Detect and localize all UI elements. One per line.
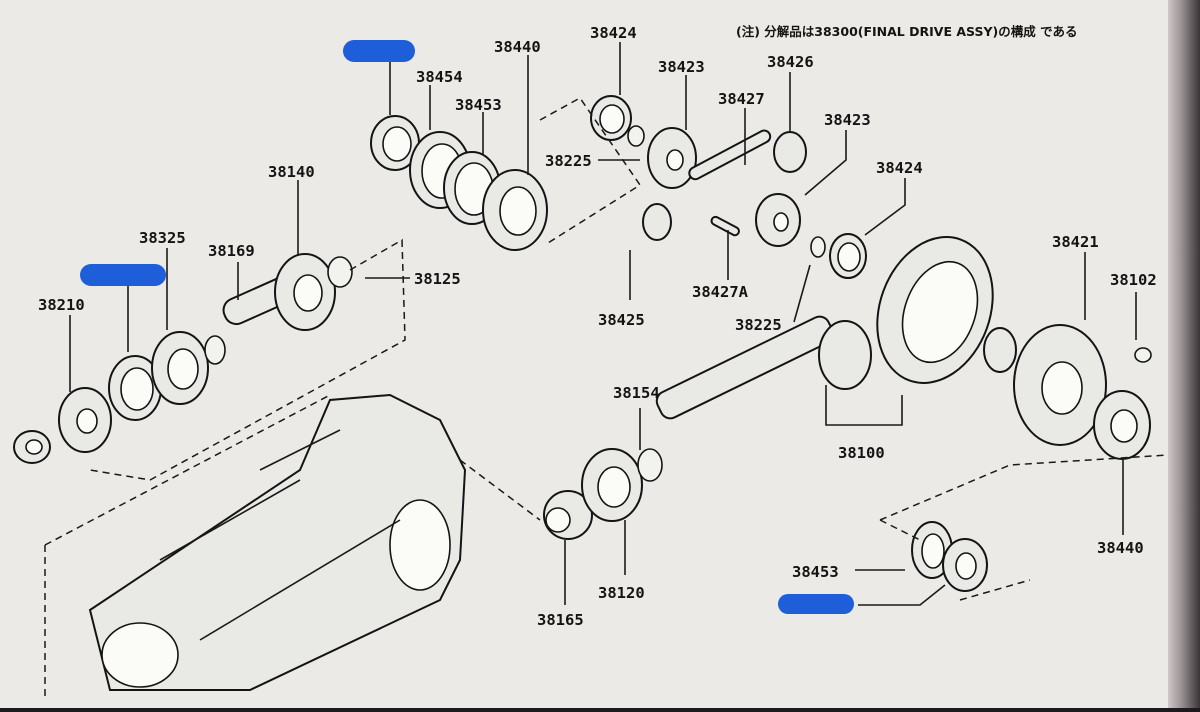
redaction-mark-bottom (778, 594, 854, 614)
label-38454: 38454 (416, 68, 463, 86)
pinion-shaft-group (13, 253, 353, 464)
label-38125: 38125 (414, 270, 461, 288)
label-38225-a: 38225 (545, 152, 592, 170)
label-38426: 38426 (767, 53, 814, 71)
bearing-lower-right (911, 521, 988, 592)
bearing-stack-upper (370, 115, 548, 251)
label-38120: 38120 (598, 584, 645, 602)
leader-lines (69, 42, 1137, 606)
label-38427: 38427 (718, 90, 765, 108)
label-38453-top: 38453 (455, 96, 502, 114)
redaction-mark-left (80, 264, 166, 286)
label-38440-bottom: 38440 (1097, 539, 1144, 557)
label-38210: 38210 (38, 296, 85, 314)
label-38424-b: 38424 (876, 159, 923, 177)
drive-pinion (543, 315, 872, 540)
header-note: (注) 分解品は38300(FINAL DRIVE ASSY)の構成 である (736, 24, 1077, 39)
label-38453-bottom: 38453 (792, 563, 839, 581)
monitor-bezel-edge (1168, 0, 1200, 708)
differential-case (983, 324, 1152, 460)
label-38427a: 38427A (692, 283, 749, 301)
group-boundary-upper (539, 97, 642, 244)
label-38225-b: 38225 (735, 316, 782, 334)
label-38169: 38169 (208, 242, 255, 260)
label-38100: 38100 (838, 444, 885, 462)
label-38440-top: 38440 (494, 38, 541, 56)
redaction-marks (80, 40, 854, 614)
label-38165: 38165 (537, 611, 584, 629)
label-38424-top: 38424 (590, 24, 637, 42)
differential-gears-upper (590, 95, 867, 279)
redaction-mark-top (343, 40, 415, 62)
label-38423-a: 38423 (658, 58, 705, 76)
group-boundary-pinion (89, 238, 406, 481)
carrier-housing (88, 393, 467, 691)
label-38154: 38154 (613, 384, 660, 402)
group-boundary-lower (879, 454, 1169, 601)
label-38102: 38102 (1110, 271, 1157, 289)
label-38421: 38421 (1052, 233, 1099, 251)
label-38425: 38425 (598, 311, 645, 329)
label-38325: 38325 (139, 229, 186, 247)
ring-gear (876, 236, 994, 384)
part-labels: 38440 38424 38423 38426 38454 38453 3842… (38, 24, 1157, 629)
group-boundary-housing (44, 394, 541, 700)
label-38423-b: 38423 (824, 111, 871, 129)
label-38140: 38140 (268, 163, 315, 181)
exploded-parts-diagram: (注) 分解品は38300(FINAL DRIVE ASSY)の構成 である (0, 0, 1169, 708)
